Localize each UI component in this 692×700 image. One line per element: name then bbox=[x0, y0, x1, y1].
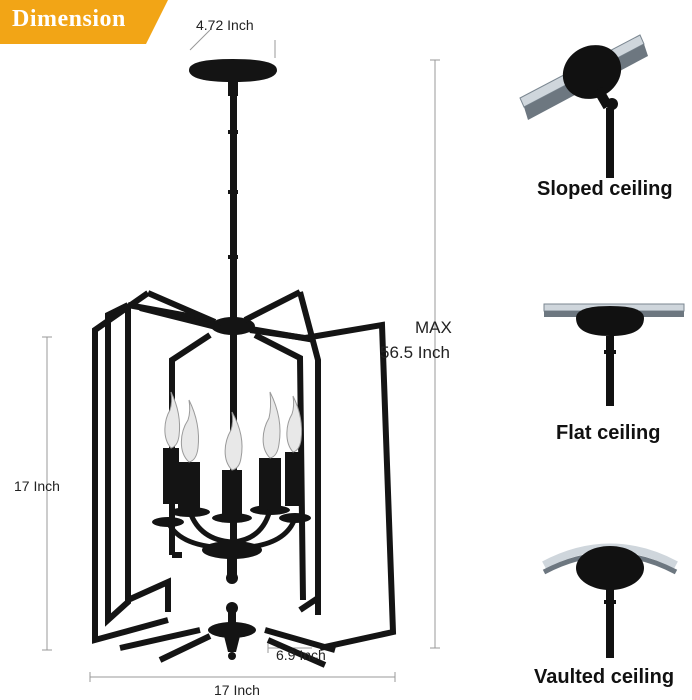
max-label: MAX bbox=[415, 318, 452, 337]
width-label: 17 Inch bbox=[214, 682, 260, 698]
flat-ceiling-caption: Flat ceiling bbox=[556, 422, 661, 444]
canopy-width-label: 4.72 Inch bbox=[196, 17, 254, 33]
height-label: 17 Inch bbox=[14, 478, 60, 494]
inner-width-label: 6.9 Inch bbox=[276, 647, 326, 663]
sloped-ceiling-caption: Sloped ceiling bbox=[537, 178, 673, 200]
flat-ceiling-illustration bbox=[543, 303, 685, 406]
dimension-badge: Dimension bbox=[0, 0, 168, 44]
dimension-badge-label: Dimension bbox=[12, 6, 126, 32]
vaulted-ceiling-caption: Vaulted ceiling bbox=[534, 666, 675, 688]
max-length-label: 56.5 Inch bbox=[380, 343, 450, 362]
vaulted-ceiling-illustration bbox=[542, 543, 678, 658]
sloped-ceiling-illustration bbox=[519, 34, 648, 178]
